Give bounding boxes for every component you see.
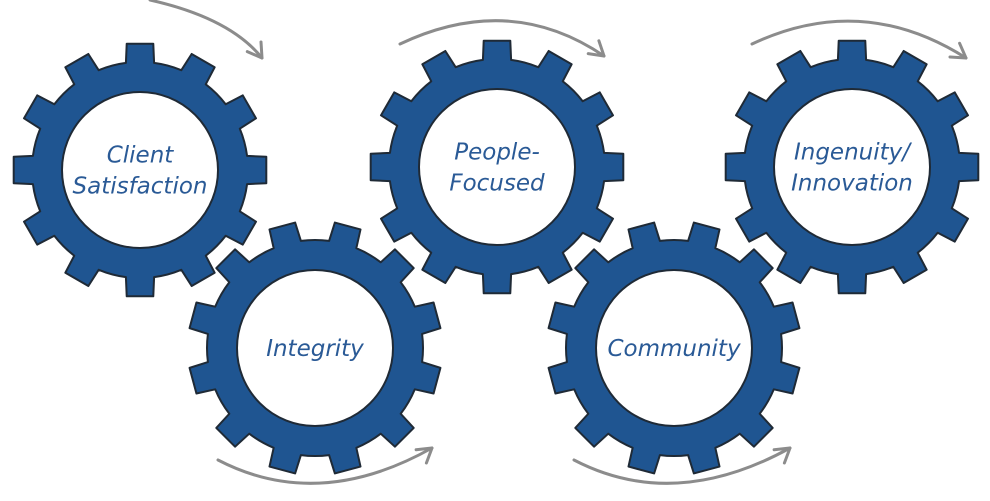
arrow-community-bottom xyxy=(572,446,792,485)
gear-label: Client xyxy=(107,143,175,169)
arrow-head-icon xyxy=(772,446,792,465)
gear-label: Focused xyxy=(449,171,545,197)
gear-label: Community xyxy=(607,336,741,362)
gear-hub xyxy=(418,88,576,246)
arrow-head-icon xyxy=(414,446,434,465)
gear-hub xyxy=(236,269,394,427)
gear-label: Ingenuity/ xyxy=(794,140,912,166)
arrow-head-icon xyxy=(245,40,264,60)
arrow-curve xyxy=(216,446,434,485)
gear-community: Community xyxy=(547,221,801,475)
gear-label: Integrity xyxy=(266,336,364,362)
arrow-curve xyxy=(750,19,968,60)
arrow-curve xyxy=(572,446,792,485)
gear-integrity: Integrity xyxy=(188,221,442,475)
arrow-people-to-ingenuity xyxy=(398,19,606,58)
gear-label: Satisfaction xyxy=(73,174,208,200)
arrow-head-icon xyxy=(586,39,606,58)
arrow-head-icon xyxy=(948,41,968,60)
gear-ingenuity-innovation: Ingenuity/Innovation xyxy=(724,39,980,295)
gear-people-focused: People- Focused xyxy=(369,39,625,295)
arrow-top-right xyxy=(750,19,968,60)
gear-hub xyxy=(595,269,753,427)
gear-hub xyxy=(773,88,931,246)
gear-label: People- xyxy=(454,140,540,166)
arrow-curve xyxy=(148,0,264,60)
arrows-layer xyxy=(148,0,968,485)
arrow-curve xyxy=(398,19,606,58)
arrow-integrity-bottom xyxy=(216,446,434,485)
arrow-client-to-people xyxy=(148,0,264,60)
gear-hub xyxy=(61,91,219,249)
gear-label: Innovation xyxy=(791,171,913,197)
